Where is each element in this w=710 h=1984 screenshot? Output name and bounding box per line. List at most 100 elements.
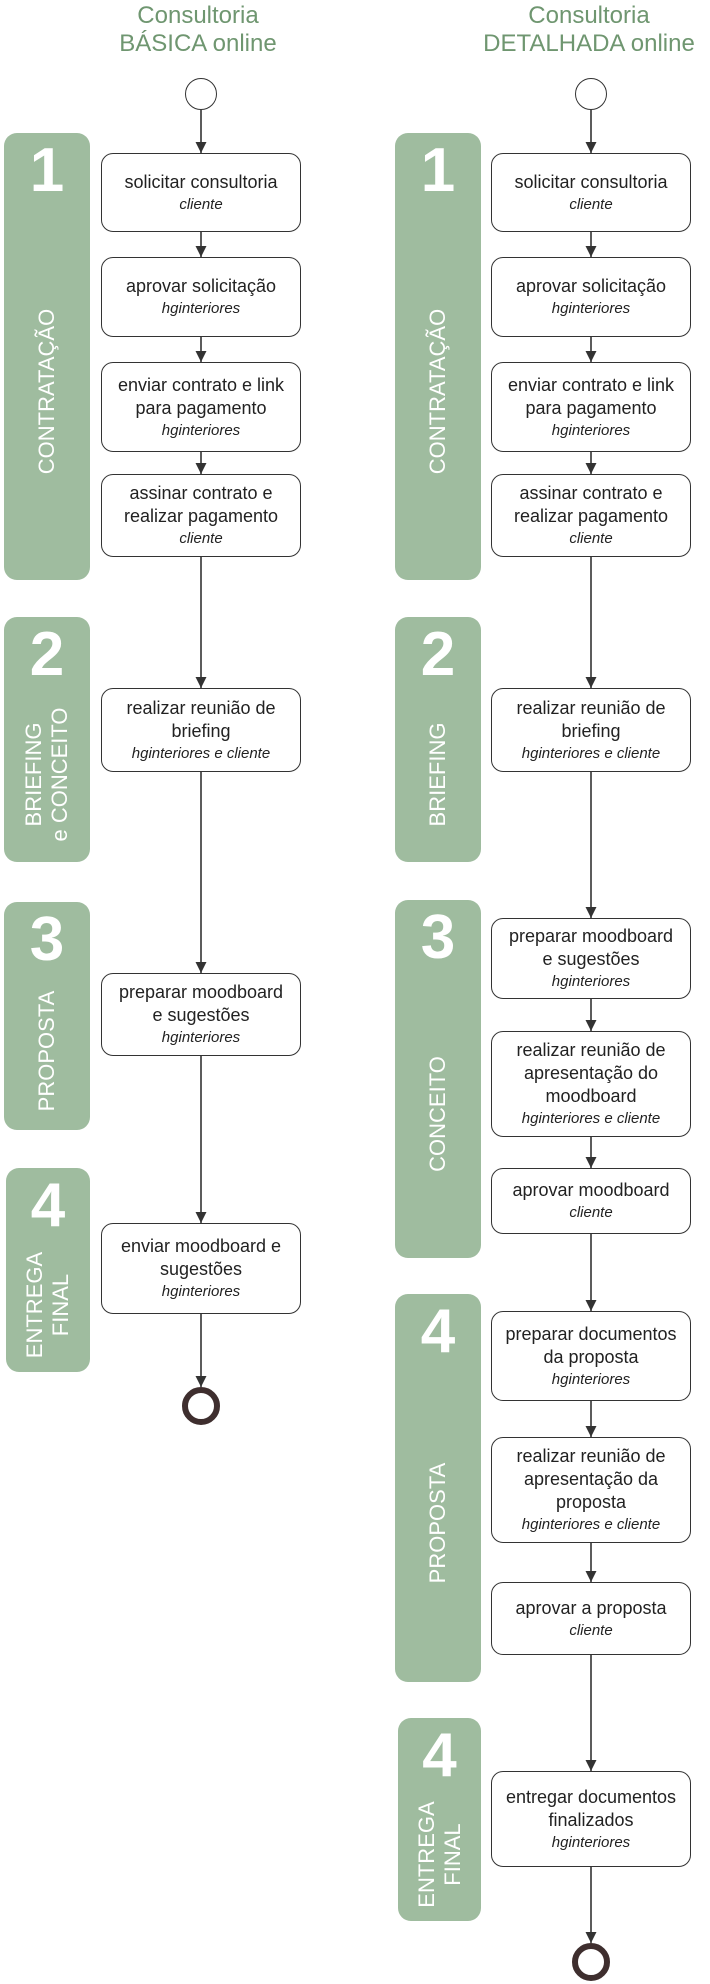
step-role: hginteriores xyxy=(161,300,241,317)
activity-step: aprovar moodboard cliente xyxy=(491,1168,691,1234)
step-role: hginteriores e cliente xyxy=(521,1110,661,1127)
phase-number: 2 xyxy=(420,620,456,689)
activity-step: realizar reunião de apresentação do moodbo… xyxy=(491,1031,691,1137)
phase-number: 1 xyxy=(29,136,65,205)
step-text: realizar reunião de xyxy=(516,697,666,718)
step-text: realizar reunião de xyxy=(516,1446,666,1466)
phase-label: BRIEFING xyxy=(395,697,481,852)
step-text: solicitar consultoria xyxy=(124,171,278,192)
phase-label: PROPOSTA xyxy=(4,982,90,1120)
end-node xyxy=(182,1387,220,1425)
activity-step: solicitar consultoria cliente xyxy=(491,153,691,232)
phase-label: CONTRATAÇÃO xyxy=(4,213,90,570)
phase-label-line: FINAL xyxy=(439,1823,465,1886)
step-role: hginteriores e cliente xyxy=(131,744,271,762)
step-text: aprovar moodboard xyxy=(512,1180,670,1200)
phase-number: 1 xyxy=(420,136,456,205)
step-text: realizar pagamento xyxy=(123,506,279,526)
step-text: assinar contrato e xyxy=(129,483,273,503)
phase-label-line: PROPOSTA xyxy=(425,1462,450,1584)
step-text: da proposta xyxy=(543,1346,639,1367)
column-title-line: BÁSICA online xyxy=(119,30,277,57)
phase-label-line: e CONCEITO xyxy=(47,707,72,842)
step-text: solicitar consultoria xyxy=(514,171,668,192)
step-text: e sugestões xyxy=(152,1005,250,1025)
step-role: cliente xyxy=(569,530,613,547)
step-text: enviar contrato e link xyxy=(117,374,285,395)
step-text: proposta xyxy=(555,1492,627,1512)
step-text: moodboard xyxy=(545,1086,637,1106)
step-role: hginteriores xyxy=(161,421,241,439)
end-node xyxy=(572,1943,610,1981)
step-role: hginteriores e cliente xyxy=(521,744,661,762)
step-text: realizar pagamento xyxy=(513,506,669,526)
step-role: cliente xyxy=(569,195,613,213)
step-text: assinar contrato e xyxy=(519,483,663,503)
step-role: hginteriores xyxy=(551,421,631,439)
step-role: hginteriores xyxy=(551,1833,631,1851)
step-text: preparar documentos xyxy=(505,1323,677,1344)
column-title-line: Consultoria xyxy=(137,2,259,29)
phase-label-line: CONCEITO xyxy=(425,1056,450,1172)
phase-number: 3 xyxy=(420,903,456,972)
phase-label: CONCEITO xyxy=(395,980,481,1248)
step-role: cliente xyxy=(569,1204,613,1221)
step-role: hginteriores xyxy=(551,1370,631,1388)
step-text: preparar moodboard xyxy=(118,982,284,1002)
step-text: sugestões xyxy=(159,1259,243,1279)
step-text: realizar reunião de xyxy=(516,1040,666,1060)
start-node xyxy=(575,78,607,110)
phase-number: 4 xyxy=(420,1297,456,1366)
activity-step: aprovar solicitação hginteriores xyxy=(101,257,301,337)
phase-label: PROPOSTA xyxy=(395,1374,481,1672)
column-title-line: DETALHADA online xyxy=(483,30,695,57)
step-role: hginteriores xyxy=(161,1283,241,1300)
step-text: aprovar solicitação xyxy=(515,276,667,296)
step-text: briefing xyxy=(561,720,621,741)
phase-label: CONTRATAÇÃO xyxy=(395,213,481,570)
step-text: enviar moodboard e xyxy=(120,1236,282,1256)
phase-label-line: PROPOSTA xyxy=(34,990,59,1112)
step-text: finalizados xyxy=(548,1809,634,1830)
activity-step: enviar moodboard e sugestões hginteriores xyxy=(101,1223,301,1314)
activity-step: solicitar consultoria cliente xyxy=(101,153,301,232)
phase-label-line: ENTREGA xyxy=(413,1801,439,1908)
activity-step: assinar contrato e realizar pagamento clie… xyxy=(491,474,691,557)
step-text: aprovar solicitação xyxy=(125,276,277,296)
step-role: cliente xyxy=(179,195,223,213)
step-text: realizar reunião de xyxy=(126,697,276,718)
phase-label-line: BRIEFING xyxy=(21,722,46,827)
column-title-line: Consultoria xyxy=(528,2,650,29)
step-text: entregar documentos xyxy=(505,1786,677,1807)
phase-label-line: CONTRATAÇÃO xyxy=(425,308,450,475)
phase-label-line: CONTRATAÇÃO xyxy=(34,308,59,475)
activity-step: aprovar solicitação hginteriores xyxy=(491,257,691,337)
step-text: apresentação do xyxy=(523,1063,659,1083)
step-text: aprovar a proposta xyxy=(515,1597,667,1618)
step-text: preparar moodboard xyxy=(508,926,674,946)
step-role: hginteriores xyxy=(551,300,631,317)
step-role: hginteriores xyxy=(551,973,631,990)
step-role: cliente xyxy=(569,1621,613,1639)
